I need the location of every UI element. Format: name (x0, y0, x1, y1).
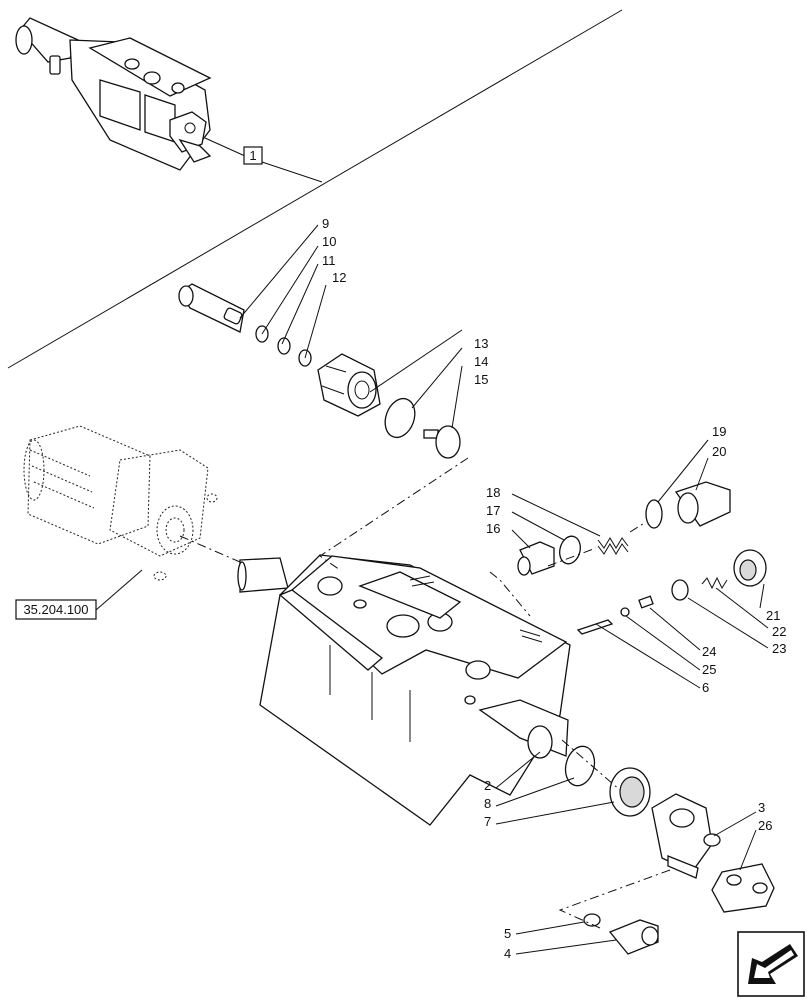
spring-part-18 (597, 537, 629, 555)
align-line-spool (561, 739, 621, 791)
leader-1b (261, 161, 323, 183)
link-part-26 (711, 863, 775, 913)
divider-line (7, 9, 623, 369)
oring-part-8 (564, 745, 596, 787)
reference-box[interactable] (15, 599, 97, 620)
callout-11: 11 (322, 253, 336, 268)
overview-valve-assembly (15, 17, 212, 171)
ball-part-25 (620, 607, 630, 617)
callout-6: 6 (702, 680, 709, 695)
callout-22: 22 (772, 624, 786, 639)
spool-part-2 (478, 699, 569, 759)
valve-body (237, 554, 571, 826)
callout-21: 21 (766, 608, 780, 623)
callout-19: 19 (712, 424, 726, 439)
align-line-plug (319, 457, 469, 571)
part-24 (638, 595, 654, 609)
leader-ref (95, 569, 143, 611)
align-line-17 (547, 547, 597, 567)
cap-part-21 (733, 549, 767, 587)
oring-part-14 (384, 397, 416, 439)
callout-1: 1 (249, 148, 256, 163)
callout-16: 16 (486, 521, 500, 536)
callout-box-1 (243, 146, 263, 165)
nut-part-13 (317, 353, 381, 417)
callout-25: 25 (702, 662, 716, 677)
align-line-19 (629, 521, 647, 533)
bracket-part-3 (651, 793, 721, 879)
callout-9: 9 (322, 216, 329, 231)
ring-part-11 (277, 337, 291, 355)
pin-part-6 (576, 619, 614, 635)
align-line-actuator (179, 535, 241, 563)
callout-15: 15 (474, 372, 488, 387)
align-line-16 (489, 571, 531, 617)
spool-part-9 (178, 283, 245, 333)
callout-14: 14 (474, 354, 488, 369)
spring-part-22 (701, 576, 728, 590)
callout-7: 7 (484, 814, 491, 829)
callout-17: 17 (486, 503, 500, 518)
align-line-screw (558, 869, 671, 929)
cap-part-20 (674, 481, 731, 527)
callout-3: 3 (758, 800, 765, 815)
callout-12: 12 (332, 270, 346, 285)
callout-20: 20 (712, 444, 726, 459)
ring-part-19 (645, 499, 663, 529)
callouts: 9 10 11 12 13 14 15 16 17 18 19 20 21 22… (239, 216, 786, 961)
callout-26: 26 (758, 818, 772, 833)
callout-23: 23 (772, 641, 786, 656)
plug-part-16 (517, 541, 555, 576)
callout-13: 13 (474, 336, 488, 351)
callout-10: 10 (322, 234, 336, 249)
leader-1 (204, 137, 246, 157)
callout-4: 4 (504, 946, 511, 961)
oring-part-17 (559, 535, 581, 565)
reference-label[interactable]: 35.204.100 (23, 602, 88, 617)
seal-part-7 (609, 767, 651, 817)
callout-8: 8 (484, 796, 491, 811)
plug-part-15 (423, 425, 461, 459)
callout-2: 2 (484, 778, 491, 793)
actuator-housing (23, 425, 218, 581)
callout-5: 5 (504, 926, 511, 941)
screw-part-4 (608, 919, 659, 955)
callout-18: 18 (486, 485, 500, 500)
back-arrow-icon[interactable] (737, 931, 805, 997)
clip-part-23 (671, 579, 689, 601)
callout-24: 24 (702, 644, 716, 659)
